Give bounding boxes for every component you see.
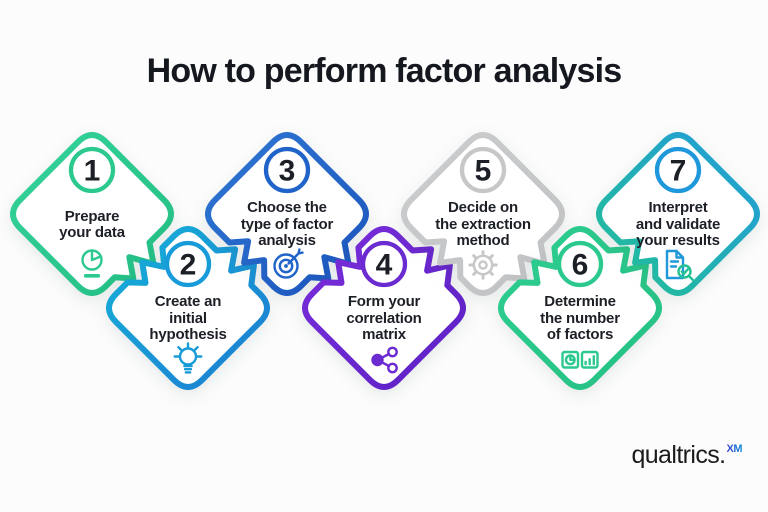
step-2-number: 2 <box>180 249 197 282</box>
pie-and-bar-chart-icon <box>561 350 599 369</box>
step-6-diamond-outline <box>498 226 662 390</box>
step-4-diamond: 4 <box>302 226 466 390</box>
step-5-number-ring <box>459 146 507 194</box>
step-1-diamond: 1 <box>10 132 174 296</box>
step-4-diamond-outline <box>302 226 466 390</box>
step-3-number: 3 <box>279 155 296 188</box>
pie-chart-report-icon <box>81 249 103 278</box>
target-dart-icon <box>273 248 304 279</box>
step-5-diamond: 5 <box>401 132 565 296</box>
gear-icon <box>468 250 498 280</box>
step-6-number: 6 <box>572 249 589 282</box>
page-title: How to perform factor analysis <box>146 52 623 90</box>
step-3-number-ring <box>263 146 311 194</box>
step-4-number-ring <box>360 240 408 288</box>
check-magnifier-icon <box>677 264 694 282</box>
step-2-diamond: 2 <box>106 226 270 390</box>
network-nodes-icon <box>371 346 398 374</box>
document-check-icon <box>665 249 694 282</box>
step-6-number-ring <box>556 240 604 288</box>
step-1-diamond-outline <box>10 132 174 296</box>
step-7-diamond-outline <box>596 132 760 296</box>
step-1-number: 1 <box>84 155 101 188</box>
qualtrics-xm-suffix: XM <box>726 443 743 455</box>
step-1-number-ring <box>68 146 116 194</box>
step-3-diamond: 3 <box>205 132 369 296</box>
step-4-number: 4 <box>376 249 393 282</box>
step-5-number: 5 <box>475 155 492 188</box>
lightbulb-icon <box>173 342 203 374</box>
step-5-diamond-outline <box>401 132 565 296</box>
step-2-diamond-outline <box>106 226 270 390</box>
step-7-diamond: 7 <box>596 132 760 296</box>
step-7-number: 7 <box>670 155 687 188</box>
step-3-diamond-outline <box>205 132 369 296</box>
qualtrics-logo: qualtrics.XM <box>631 441 742 470</box>
qualtrics-wordmark: qualtrics. <box>631 441 726 469</box>
step-7-number-ring <box>654 146 702 194</box>
step-2-number-ring <box>164 240 212 288</box>
step-6-diamond: 6 <box>498 226 662 390</box>
